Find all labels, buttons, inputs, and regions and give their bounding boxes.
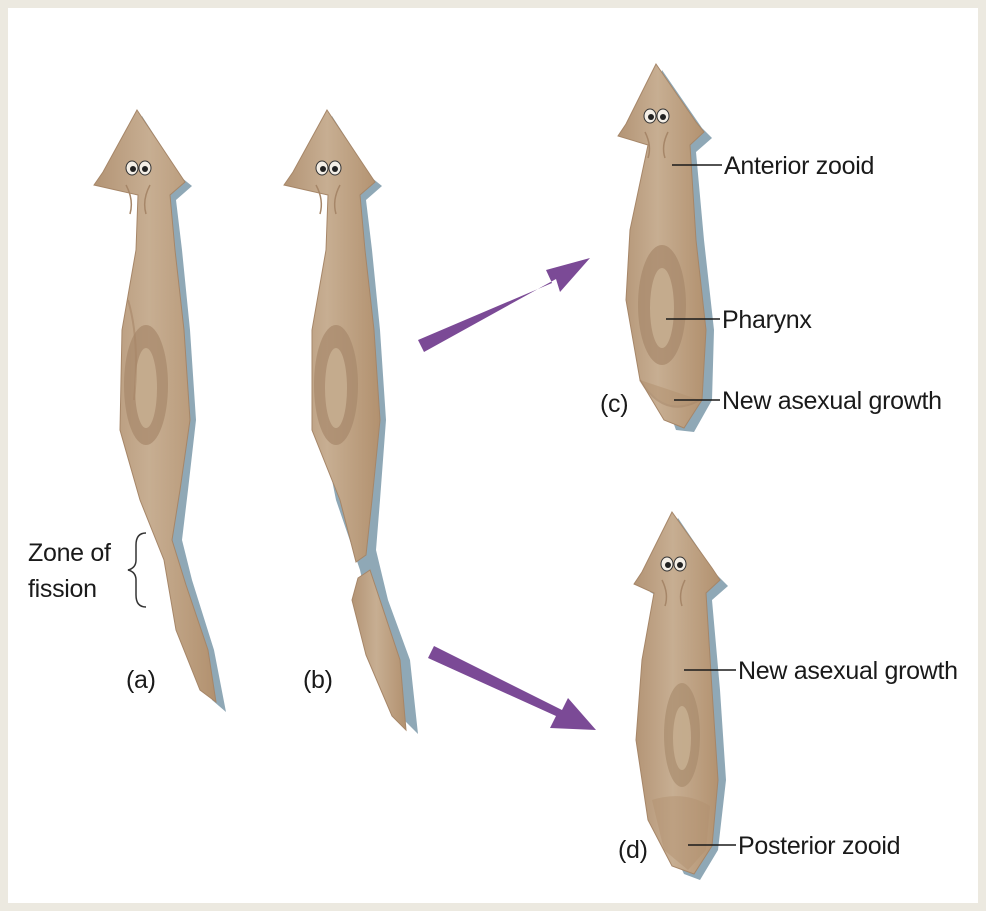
label-pharynx: Pharynx [722, 306, 812, 334]
zone-label-line2: fission [28, 575, 97, 603]
panel-label-c: (c) [600, 390, 628, 418]
zone-bracket [128, 533, 146, 607]
worm-b [284, 110, 418, 734]
label-anterior-zooid: Anterior zooid [724, 152, 874, 180]
panel-label-d: (d) [618, 836, 648, 864]
label-new-growth-d: New asexual growth [738, 657, 958, 685]
worm-c [618, 64, 714, 432]
arrow-to-c [418, 258, 590, 352]
panel-label-b: (b) [303, 666, 333, 694]
zone-label-line1: Zone of [28, 539, 111, 567]
worm-a [94, 110, 226, 712]
label-posterior-zooid: Posterior zooid [738, 832, 900, 860]
label-new-growth-c: New asexual growth [722, 387, 942, 415]
panel-label-a: (a) [126, 666, 156, 694]
arrow-to-d [428, 646, 596, 730]
worm-d [634, 512, 728, 880]
